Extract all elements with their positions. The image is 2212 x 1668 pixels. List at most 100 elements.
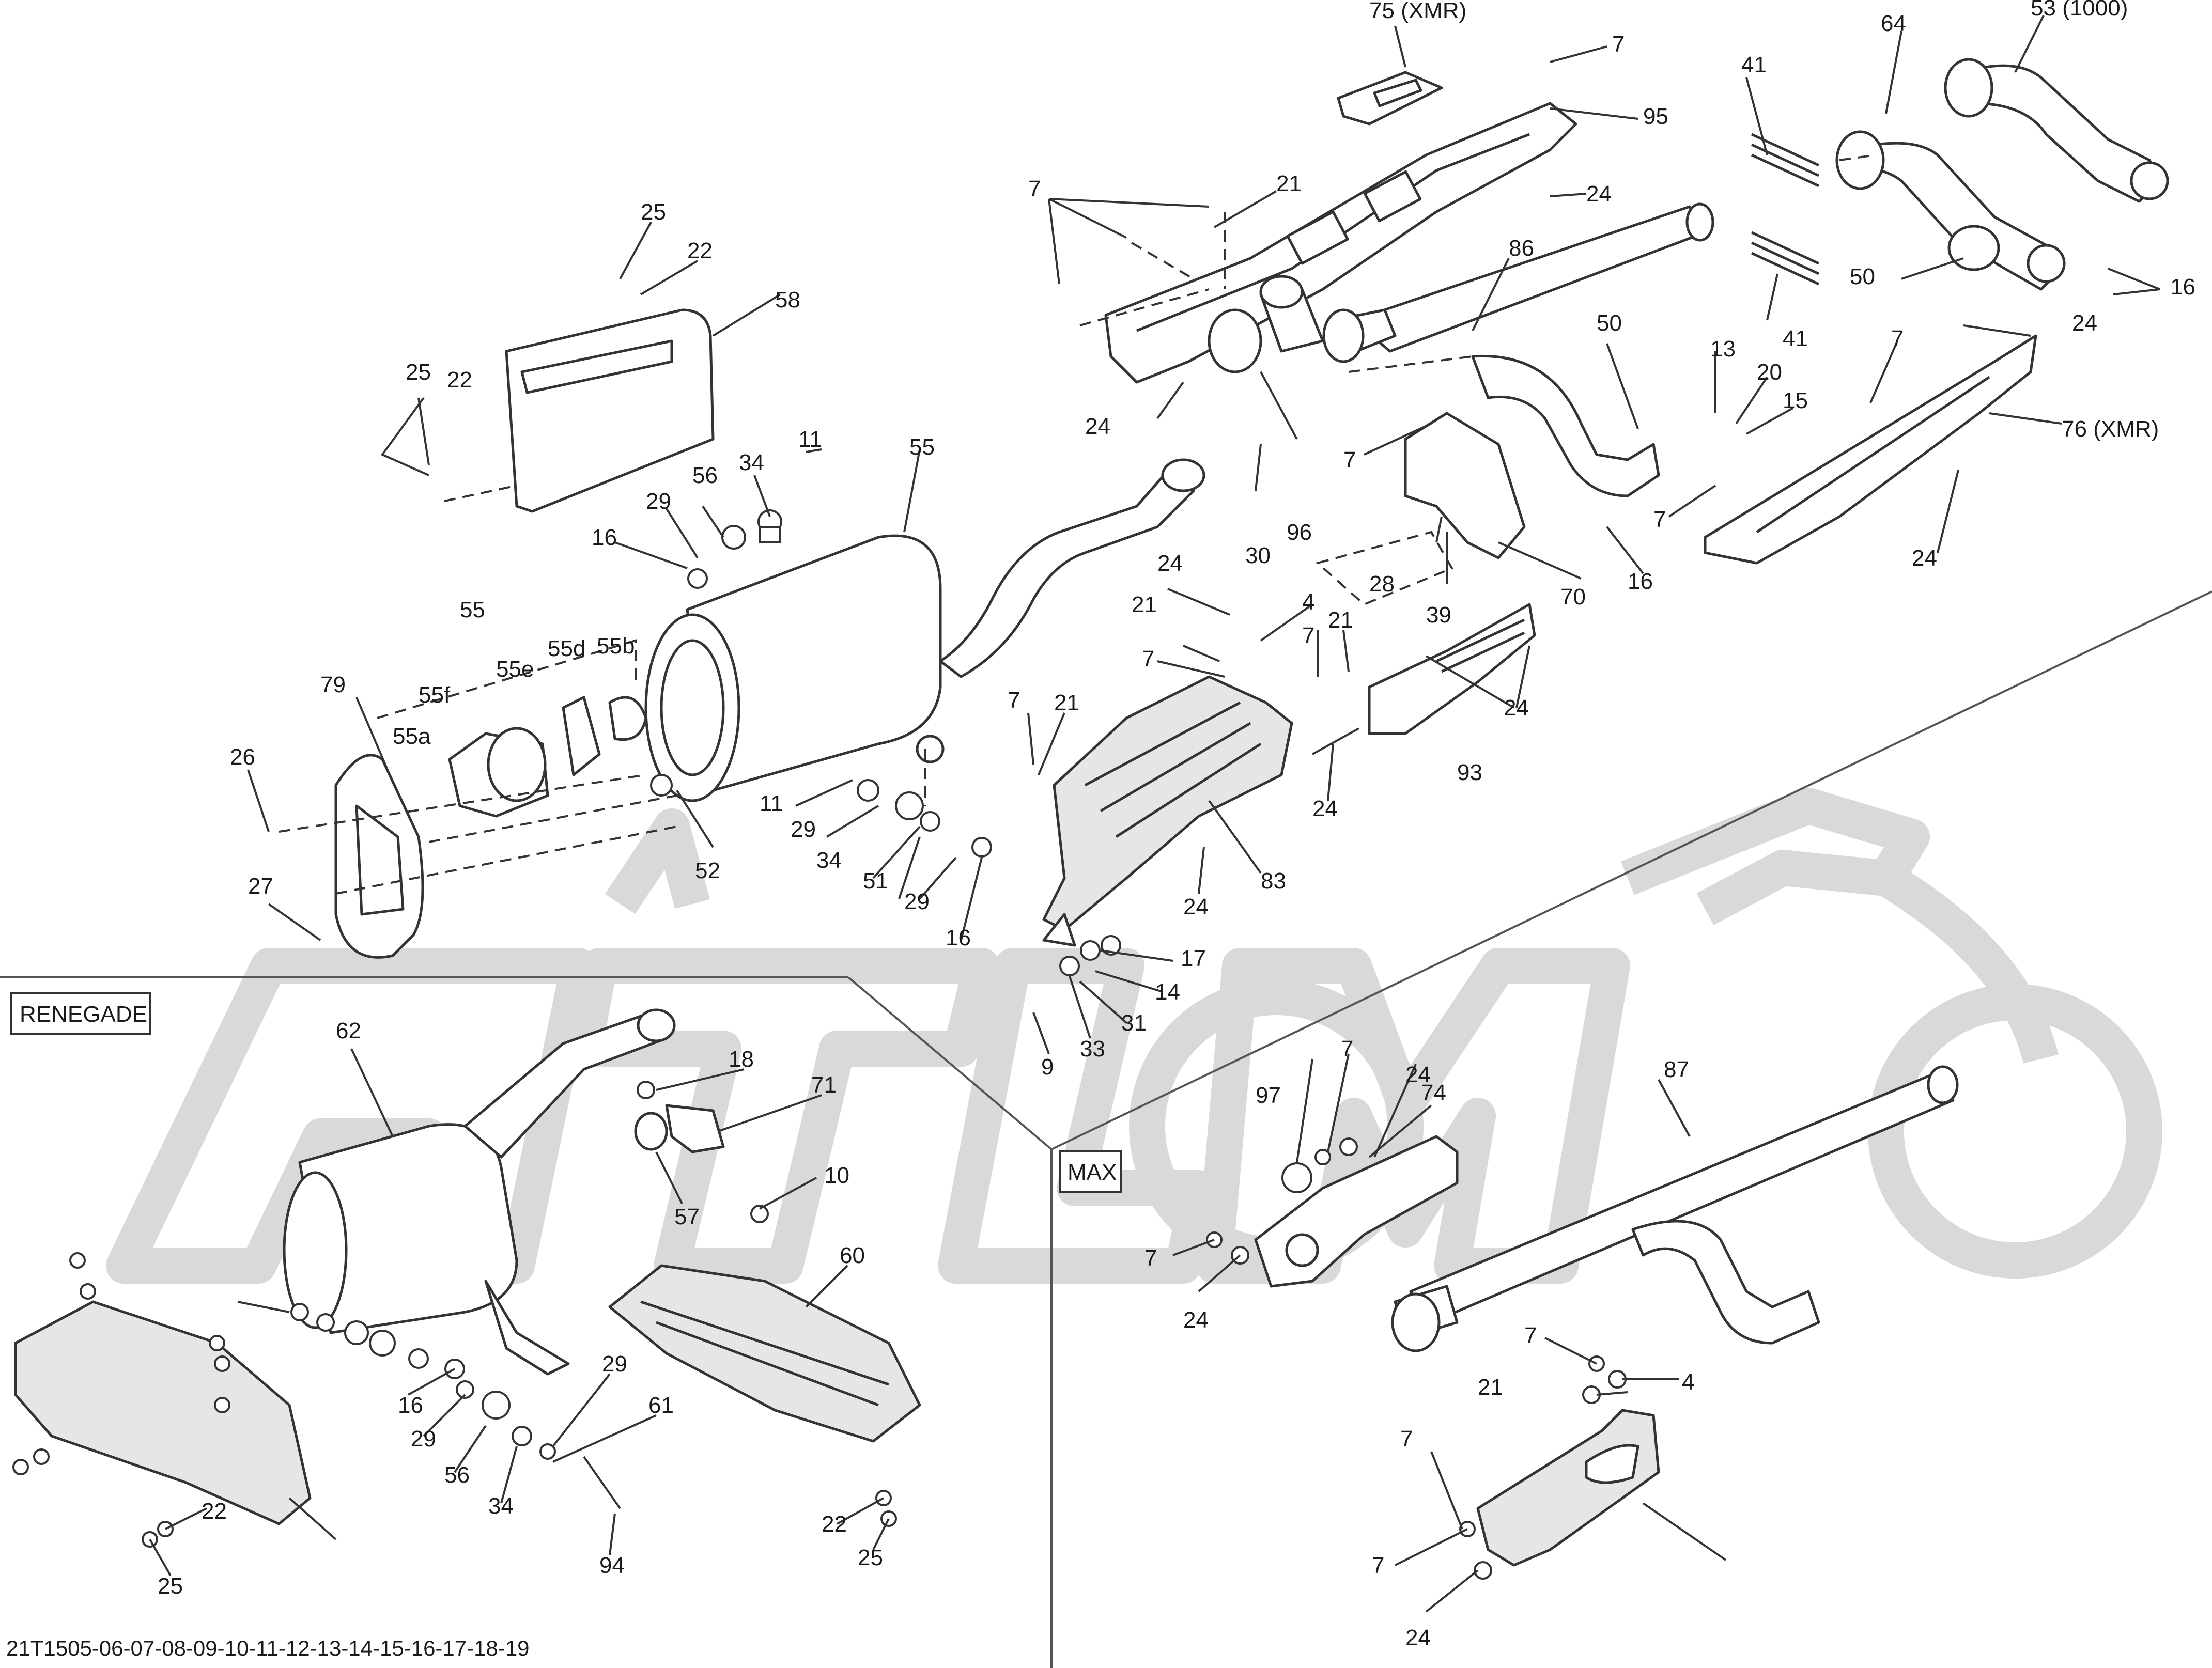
callout-83: 83: [1261, 868, 1286, 894]
callout-55d: 55d: [548, 636, 585, 661]
callout-24: 24: [1312, 796, 1338, 821]
heat-shield-70: [1404, 412, 1526, 559]
heat-shield-76-xmr: [1704, 334, 2037, 565]
callout-26: 26: [230, 744, 255, 770]
callout-34: 34: [816, 848, 842, 873]
callout-18: 18: [729, 1047, 754, 1072]
callout-7: 7: [1612, 32, 1625, 57]
callout-4: 4: [1302, 589, 1314, 615]
callout-14: 14: [1155, 979, 1180, 1005]
heat-shield-93: [1368, 603, 1536, 735]
callout-21: 21: [1328, 607, 1353, 633]
callout-86: 86: [1509, 236, 1534, 261]
callout-16: 16: [592, 525, 617, 550]
callout-74: 74: [1421, 1080, 1446, 1105]
callout-29: 29: [411, 1426, 436, 1452]
assembly-lines: [279, 154, 1876, 895]
reference-code: 21T1505-06-07-08-09-10-11-12-13-14-15-16…: [6, 1636, 530, 1660]
muffler-55: [644, 458, 1205, 802]
section-dividers: [0, 590, 2212, 1668]
callout-7: 7: [1144, 1245, 1157, 1271]
callout-60: 60: [840, 1243, 865, 1268]
callout-21: 21: [1276, 171, 1302, 196]
callout-7: 7: [1302, 623, 1314, 648]
callout-22: 22: [822, 1511, 847, 1537]
callout-7: 7: [1343, 447, 1356, 473]
callout-28: 28: [1369, 571, 1395, 597]
callout-17: 17: [1181, 946, 1206, 971]
callout-11: 11: [760, 791, 783, 816]
callout-64: 64: [1881, 11, 1906, 36]
callout-11: 11: [798, 427, 822, 452]
callout-56: 56: [444, 1462, 470, 1488]
callout-24: 24: [1183, 894, 1209, 919]
callout-55e: 55e: [496, 657, 534, 682]
callout-29: 29: [791, 817, 816, 842]
callout-13: 13: [1710, 336, 1736, 362]
callout-50: 50: [1850, 264, 1875, 289]
callout-labels: 75 (XMR) 7 95 64 53 (1000) 41 41 7 21 24…: [158, 0, 2195, 1650]
callout-39: 39: [1426, 602, 1451, 628]
callout-41: 41: [1741, 52, 1767, 77]
exhaust-pipe-53-1000: [1944, 58, 2169, 203]
callout-27: 27: [248, 874, 273, 899]
callout-21: 21: [1054, 690, 1079, 715]
callout-24: 24: [2072, 310, 2097, 336]
callout-29: 29: [646, 489, 671, 514]
renegade-section-label: RENEGADE: [10, 992, 151, 1035]
callout-7: 7: [1341, 1036, 1353, 1062]
callout-31: 31: [1121, 1010, 1147, 1036]
heat-shield-83: [1042, 675, 1293, 947]
callout-25: 25: [406, 360, 431, 385]
callout-24: 24: [1586, 181, 1612, 207]
renegade-heat-shield-60: [608, 1264, 921, 1443]
callout-7: 7: [1372, 1553, 1384, 1578]
exhaust-pipe-86: [1322, 202, 1714, 497]
callout-34: 34: [739, 450, 764, 475]
muffler-hardware: [650, 509, 1121, 976]
callout-22: 22: [447, 367, 472, 393]
callout-24: 24: [1912, 545, 1937, 571]
callout-22: 22: [202, 1499, 227, 1524]
callout-58: 58: [775, 287, 800, 313]
renegade-hardware: [12, 1081, 897, 1548]
max-heat-shield-74: [1254, 1135, 1459, 1288]
callout-7: 7: [1524, 1323, 1537, 1348]
callout-21: 21: [1478, 1375, 1503, 1400]
callout-53-1000: 53 (1000): [2031, 0, 2128, 21]
callout-87: 87: [1664, 1057, 1689, 1082]
callout-24: 24: [1157, 551, 1183, 576]
exhaust-pipe-64: [1835, 130, 2066, 291]
callout-41: 41: [1783, 326, 1808, 351]
callout-79: 79: [320, 672, 346, 697]
callout-10: 10: [824, 1163, 849, 1188]
callout-20: 20: [1757, 360, 1782, 385]
max-hardware: [1206, 1137, 1627, 1580]
clamp-30: [1208, 308, 1262, 373]
callout-24: 24: [1504, 695, 1529, 721]
callout-52: 52: [695, 858, 720, 883]
max-label-text: MAX: [1068, 1160, 1117, 1185]
callout-30: 30: [1245, 543, 1271, 568]
callout-7: 7: [1891, 326, 1904, 351]
callout-29: 29: [904, 889, 930, 914]
callout-62: 62: [336, 1018, 361, 1043]
max-section-label: MAX: [1059, 1150, 1122, 1193]
callout-24: 24: [1183, 1307, 1209, 1333]
callout-24: 24: [1405, 1062, 1431, 1087]
callout-97: 97: [1256, 1083, 1281, 1108]
callout-55a: 55a: [393, 724, 431, 749]
renegade-label-text: RENEGADE: [20, 1002, 147, 1027]
renegade-bracket-71: [634, 1104, 725, 1153]
leader-lines: [149, 15, 2160, 1613]
callout-93: 93: [1457, 760, 1482, 785]
callout-7: 7: [1400, 1426, 1413, 1452]
callout-33: 33: [1080, 1036, 1105, 1062]
callout-7: 7: [1008, 688, 1020, 713]
callout-34: 34: [488, 1493, 514, 1519]
callout-9: 9: [1041, 1054, 1054, 1080]
callout-55b: 55b: [597, 633, 635, 659]
cover-plate-75-xmr: [1337, 71, 1443, 126]
callout-50: 50: [1597, 310, 1622, 336]
